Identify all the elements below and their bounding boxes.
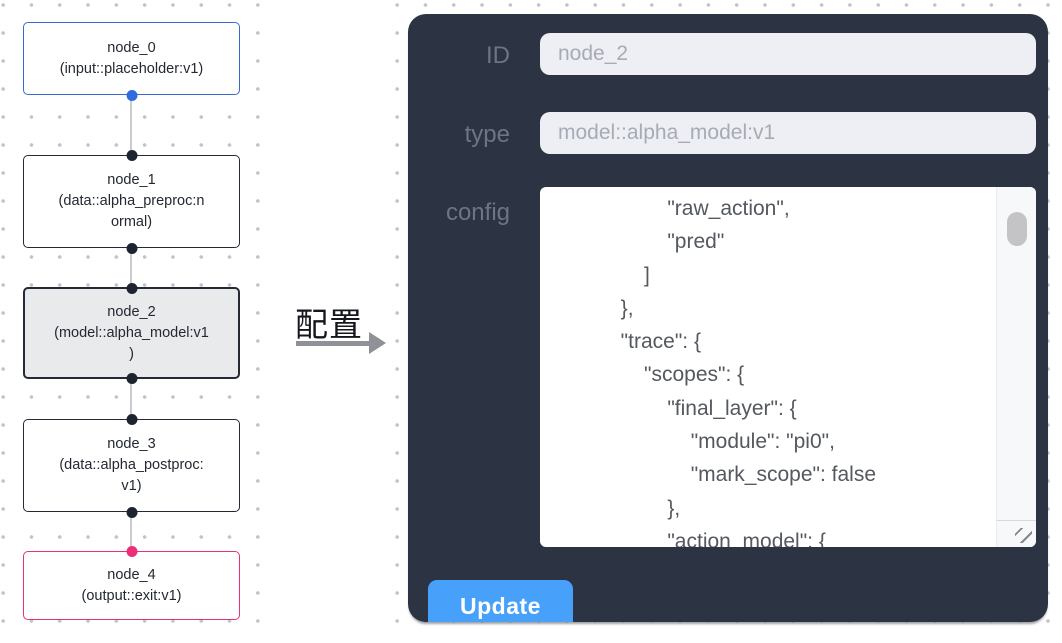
input-port[interactable] xyxy=(126,282,137,294)
input-port[interactable] xyxy=(126,545,137,557)
node-label: node_2 (model::alpha_model:v1 ) xyxy=(54,303,209,362)
output-port[interactable] xyxy=(126,242,137,254)
config-field-label: config xyxy=(445,199,510,226)
node-label: node_1 (data::alpha_preproc:n ormal) xyxy=(58,172,205,230)
input-port[interactable] xyxy=(126,149,137,161)
resize-handle-icon[interactable] xyxy=(1015,528,1032,543)
config-textarea[interactable]: "raw_action", "pred" ] }, "trace": { "sc… xyxy=(540,187,1036,547)
node-label: node_4 (output::exit:v1) xyxy=(81,566,182,604)
flow-node-node_4[interactable]: node_4 (output::exit:v1) xyxy=(23,545,240,620)
id-field-label: ID xyxy=(486,42,510,69)
node-label: node_3 (data::alpha_postproc: v1) xyxy=(59,436,204,494)
input-port[interactable] xyxy=(126,413,137,425)
node-config-panel: ID type config "raw_action", "pred" ] },… xyxy=(408,14,1048,622)
edge-node1-node2[interactable] xyxy=(130,248,132,287)
output-port[interactable] xyxy=(126,372,137,384)
edge-node0-node1[interactable] xyxy=(130,95,132,155)
flow-node-node_0[interactable]: node_0 (input::placeholder:v1) xyxy=(23,22,240,101)
flow-node-node_2-selected[interactable]: node_2 (model::alpha_model:v1 ) xyxy=(23,282,240,384)
type-input[interactable] xyxy=(540,112,1036,154)
output-port[interactable] xyxy=(126,506,137,518)
config-scroll-corner xyxy=(996,520,1036,547)
output-port[interactable] xyxy=(126,89,137,101)
type-field-label: type xyxy=(464,121,510,148)
right-arrow-head-icon xyxy=(369,332,386,354)
node-label: node_0 (input::placeholder:v1) xyxy=(59,39,204,77)
id-input[interactable] xyxy=(540,33,1036,75)
config-scrollbar-thumb[interactable] xyxy=(1006,212,1027,246)
flow-node-node_1[interactable]: node_1 (data::alpha_preproc:n ormal) xyxy=(23,149,240,254)
edge-node3-node4[interactable] xyxy=(130,512,132,551)
config-vertical-scrollbar[interactable] xyxy=(996,187,1036,520)
right-arrow-icon xyxy=(296,341,371,346)
update-button[interactable]: Update xyxy=(428,580,573,622)
configure-annotation-label: 配置 xyxy=(295,306,363,343)
edge-node2-node3[interactable] xyxy=(130,379,132,419)
config-json-text[interactable]: "raw_action", "pred" ] }, "trace": { "sc… xyxy=(620,197,877,547)
flow-node-node_3[interactable]: node_3 (data::alpha_postproc: v1) xyxy=(23,413,240,518)
